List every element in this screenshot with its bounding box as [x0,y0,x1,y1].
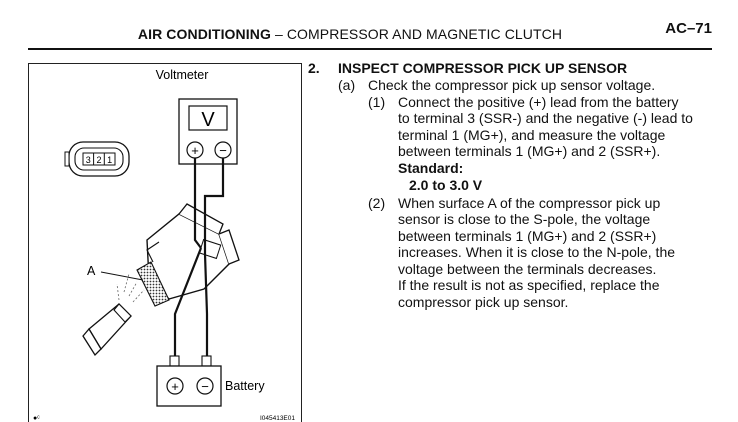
page-header: AIR CONDITIONING – COMPRESSOR AND MAGNET… [0,0,738,50]
item1-line-3: terminal 1 (MG+), and measure the voltag… [398,127,666,143]
battery-minus-sign: − [201,379,209,394]
surface-a-leader [100,271,144,281]
connector-pin-3: 3 [86,155,91,165]
standard-label: Standard: [398,160,464,176]
sub-a-text: Check the compressor pick up sensor volt… [368,77,656,93]
item1-line-2: to terminal 3 (SSR-) and the negative (-… [398,110,693,126]
illustration-figure: Voltmeter V + − 3 2 1 [28,63,302,422]
item2-line-6: If the result is not as specified, repla… [398,277,660,293]
battery-plus-sign: + [171,379,179,394]
surface-a-label: A [87,264,96,278]
connector-pin-1: 1 [107,155,112,165]
step-title: INSPECT COMPRESSOR PICK UP SENSOR [338,60,628,76]
voltmeter-plus-sign: + [191,143,199,158]
voltmeter-minus-sign: − [219,143,227,158]
battery-minus-terminal [196,377,214,395]
item1-label: (1) [368,94,386,110]
step-heading: 2. INSPECT COMPRESSOR PICK UP SENSOR [308,60,720,78]
sensor-test-diagram: Voltmeter V + − 3 2 1 [33,68,295,422]
page-number: AC–71 [665,20,712,37]
item1-line-1: Connect the positive (+) lead from the b… [398,94,679,110]
pick-up-sensor [136,203,240,307]
battery-icon: + − [156,355,222,407]
item2-line-4: increases. When it is close to the N-pol… [398,244,676,260]
item2-line-1: When surface A of the compressor pick up [398,195,661,211]
voltmeter-symbol: V [201,109,215,131]
connector-pin-2: 2 [96,155,101,165]
sub-a-label: (a) [338,77,356,93]
subsection-title: COMPRESSOR AND MAGNETIC CLUTCH [286,26,563,42]
item2-line-2: sensor is close to the S-pole, the volta… [398,211,651,227]
magnetic-field-lines [116,273,145,303]
title-separator: – [274,26,283,42]
test-leads [173,158,225,356]
sensor-surface-a [136,261,170,307]
item1-line-4: between terminals 1 (MG+) and 2 (SSR+). [398,143,661,159]
battery-plus-terminal [166,377,184,395]
step-number: 2. [308,60,320,76]
item2-line-3: between terminals 1 (MG+) and 2 (SSR+) [398,228,657,244]
battery-label: Battery [225,379,265,393]
voltmeter-icon: V + − [178,98,238,165]
item2-label: (2) [368,195,386,211]
figure-corner-mark: ●ᶜ [33,415,40,422]
magnet-bar [82,303,132,357]
header-title: AIR CONDITIONING – COMPRESSOR AND MAGNET… [0,26,700,42]
connector-icon: 3 2 1 [64,141,130,177]
item2-line-7: compressor pick up sensor. [398,294,569,310]
figure-code: I045413E01 [260,415,295,422]
voltmeter-label: Voltmeter [156,68,209,82]
section-title: AIR CONDITIONING [137,26,271,42]
header-divider [28,48,712,50]
item2-line-5: voltage between the terminals decreases. [398,261,657,277]
standard-value: 2.0 to 3.0 V [409,177,483,193]
